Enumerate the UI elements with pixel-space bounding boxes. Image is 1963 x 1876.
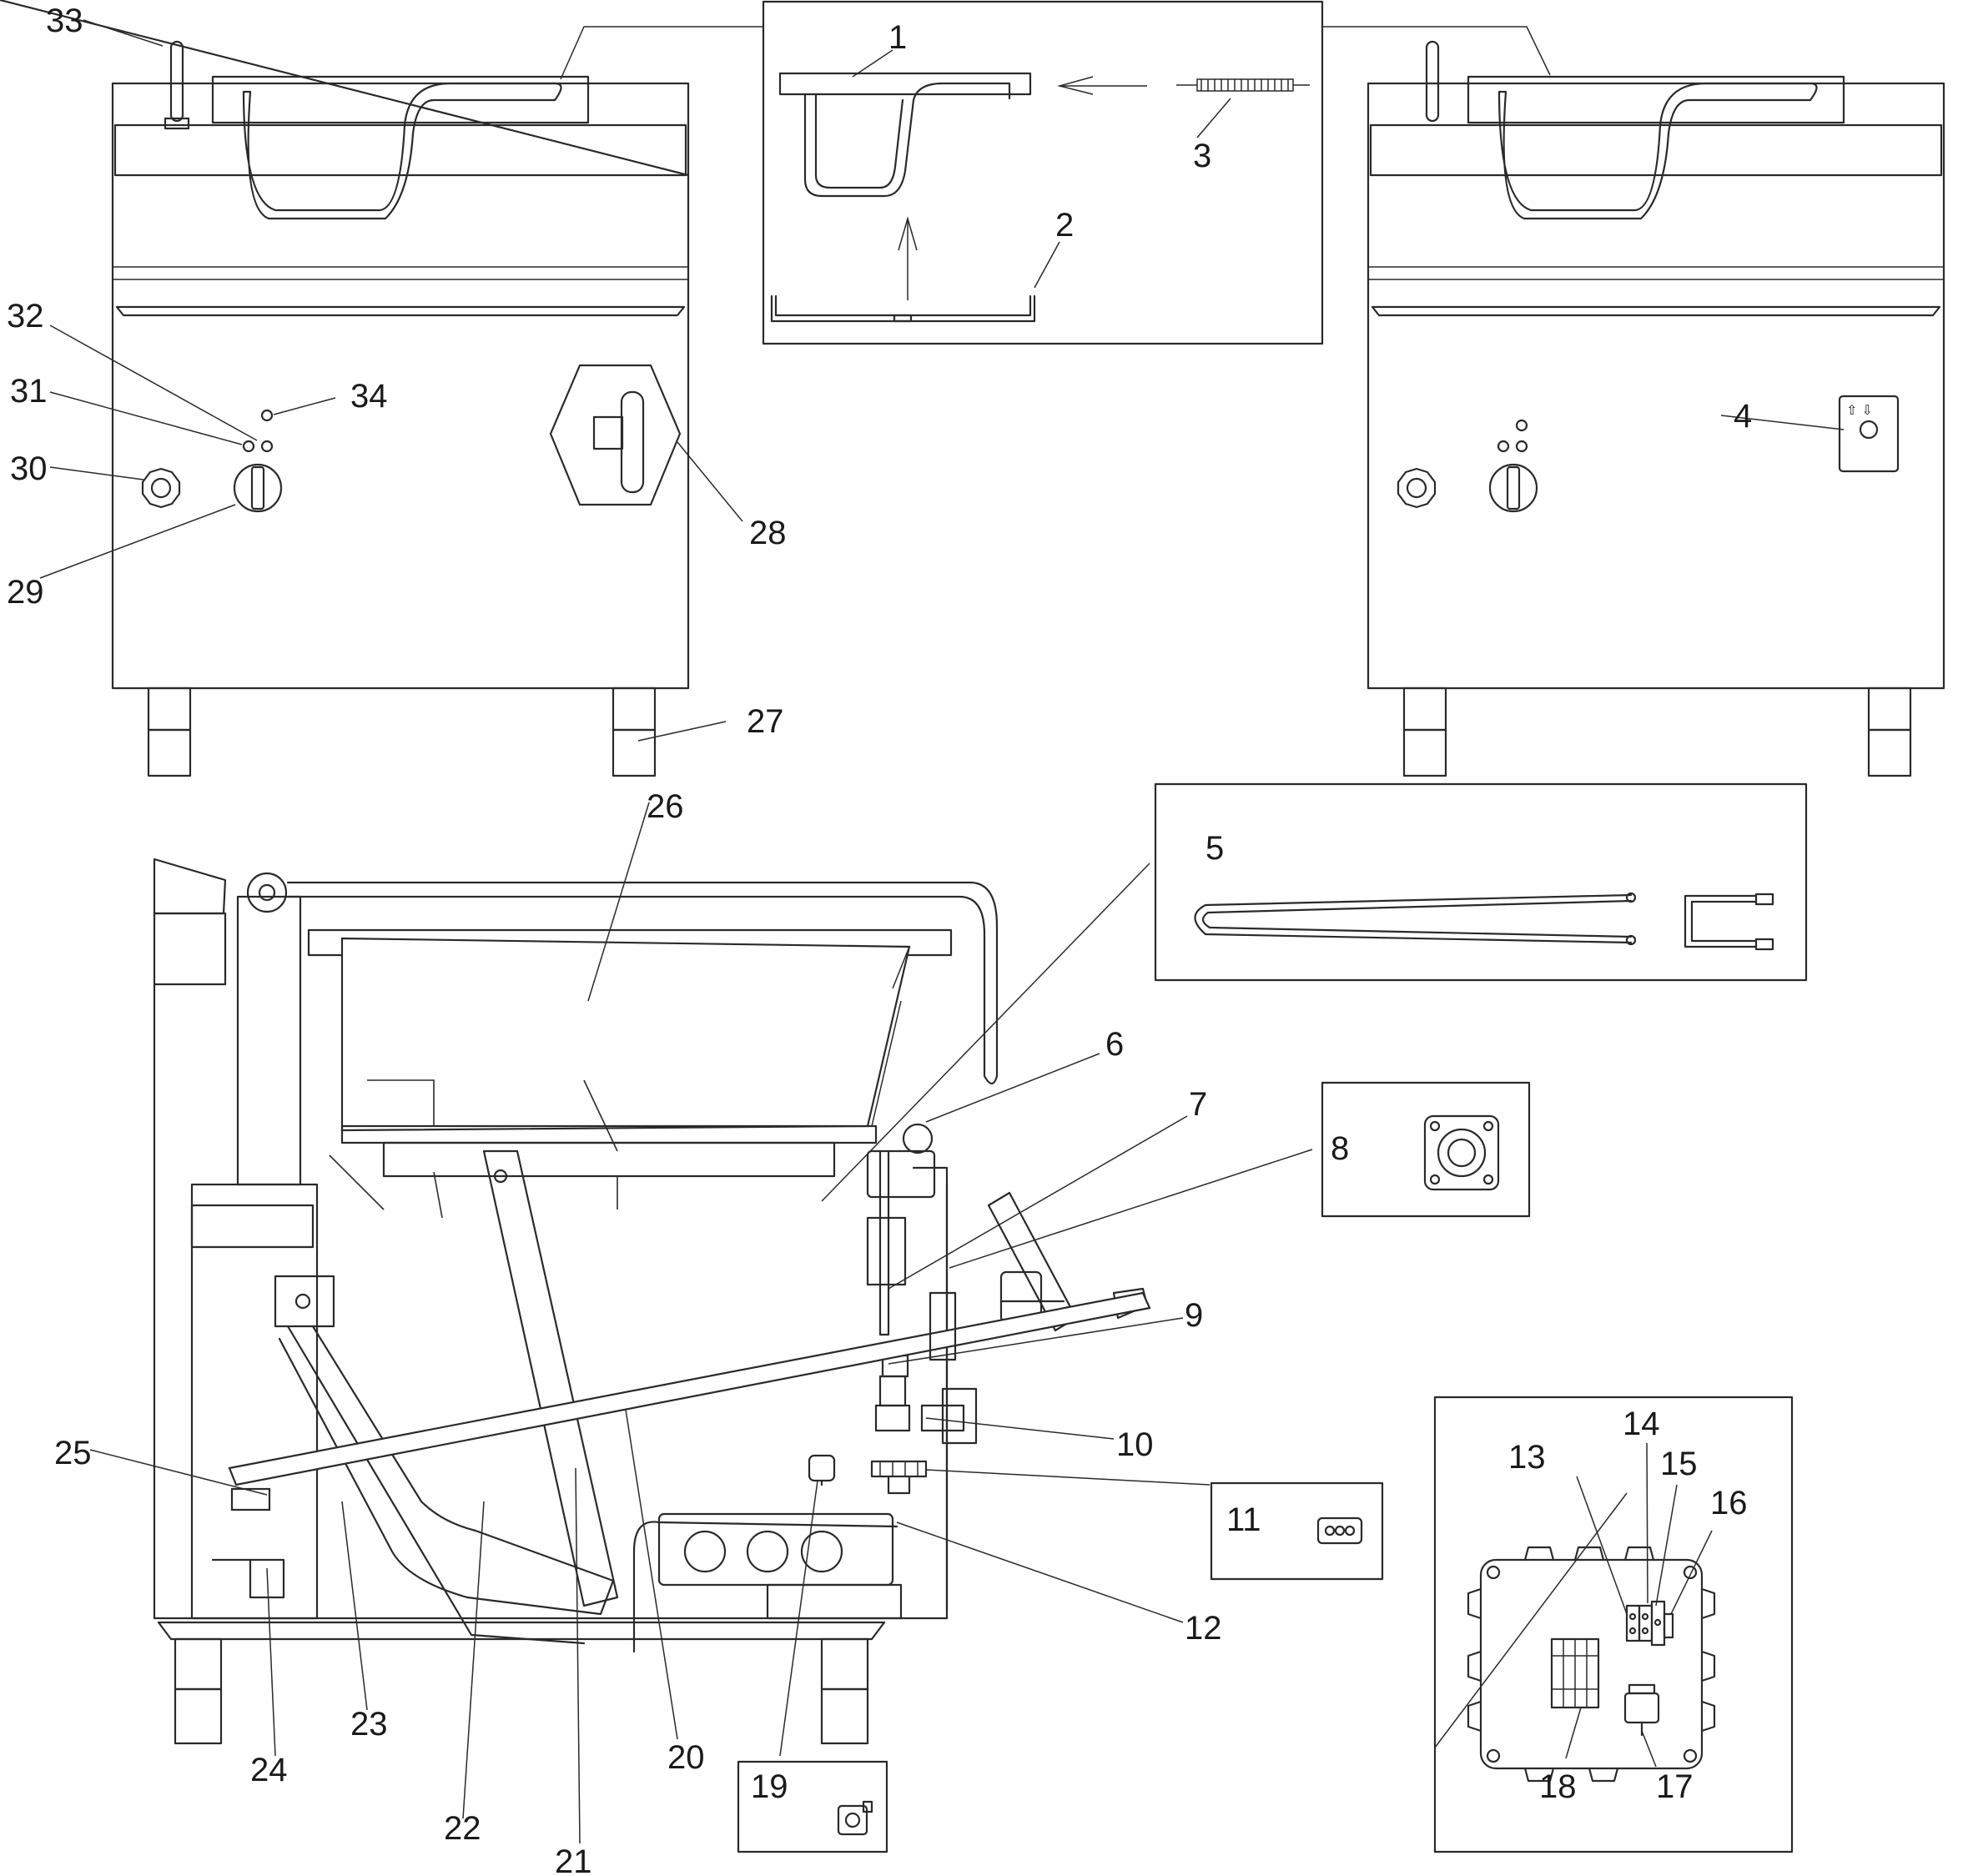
tilt-up-down-symbols: ⇧ ⇩: [1846, 402, 1873, 418]
label-26: 26: [647, 788, 684, 825]
label-5: 5: [1205, 830, 1224, 867]
tilt-lever[interactable]: [164, 40, 190, 130]
label-20: 20: [667, 1739, 705, 1776]
label-13: 13: [1508, 1439, 1546, 1476]
label-4: 4: [1734, 398, 1752, 435]
label-30: 30: [10, 450, 48, 487]
indicator-light: [242, 440, 255, 453]
label-28: 28: [749, 515, 787, 551]
motor-tilt-control-panel[interactable]: ⇧ ⇩: [1838, 395, 1900, 473]
label-10: 10: [1116, 1426, 1154, 1463]
part-number-labels: 1 2 3 4 5 6 7 8 9 10 11 12 13 14 15 16 1…: [7, 3, 1752, 1876]
label-32: 32: [7, 298, 44, 334]
label-6: 6: [1105, 1026, 1124, 1063]
terminal-blocks: [1625, 1600, 1674, 1647]
lid-handle[interactable]: [242, 82, 562, 220]
connector-inset: [1321, 1081, 1531, 1218]
label-7: 7: [1189, 1086, 1207, 1123]
legs: [147, 687, 657, 777]
electrical-box-inset: [1433, 1396, 1794, 1853]
label-16: 16: [1710, 1485, 1748, 1521]
indicator-light: [260, 440, 274, 453]
label-1: 1: [888, 19, 907, 56]
label-18: 18: [1539, 1768, 1577, 1805]
indicator-light: [260, 409, 274, 422]
label-15: 15: [1660, 1446, 1698, 1482]
label-14: 14: [1623, 1406, 1660, 1442]
heating-element-inset: [1154, 782, 1808, 982]
label-23: 23: [350, 1706, 388, 1743]
label-8: 8: [1331, 1130, 1349, 1167]
relay: [1623, 1683, 1660, 1737]
circuit-breakers: [1550, 1637, 1600, 1709]
label-29: 29: [7, 574, 44, 611]
label-9: 9: [1185, 1297, 1203, 1334]
control-knob[interactable]: [141, 467, 181, 509]
label-19: 19: [751, 1768, 788, 1805]
label-24: 24: [250, 1752, 288, 1788]
label-34: 34: [350, 378, 388, 415]
spring: [1176, 78, 1310, 92]
label-3: 3: [1193, 138, 1211, 174]
terminal-inset: [1210, 1481, 1384, 1581]
right-tilting-pan-unit: ⇧ ⇩: [1367, 40, 1945, 777]
label-17: 17: [1656, 1768, 1694, 1805]
label-25: 25: [54, 1435, 92, 1471]
thermostat-knob[interactable]: [233, 463, 283, 513]
leader-lines: [39, 19, 1845, 1844]
label-27: 27: [747, 703, 784, 740]
label-22: 22: [444, 1810, 481, 1847]
tilt-handwheel[interactable]: [549, 364, 682, 506]
label-12: 12: [1185, 1610, 1222, 1647]
cutaway-side-view: [153, 858, 1151, 1745]
left-tilting-pan-unit: [0, 0, 690, 777]
label-31: 31: [10, 373, 48, 410]
label-2: 2: [1055, 207, 1074, 244]
label-11: 11: [1226, 1501, 1261, 1538]
lid-hinge-detail-inset: [762, 0, 1324, 345]
label-33: 33: [46, 3, 83, 39]
label-21: 21: [555, 1843, 592, 1876]
switch-inset: [737, 1760, 888, 1853]
